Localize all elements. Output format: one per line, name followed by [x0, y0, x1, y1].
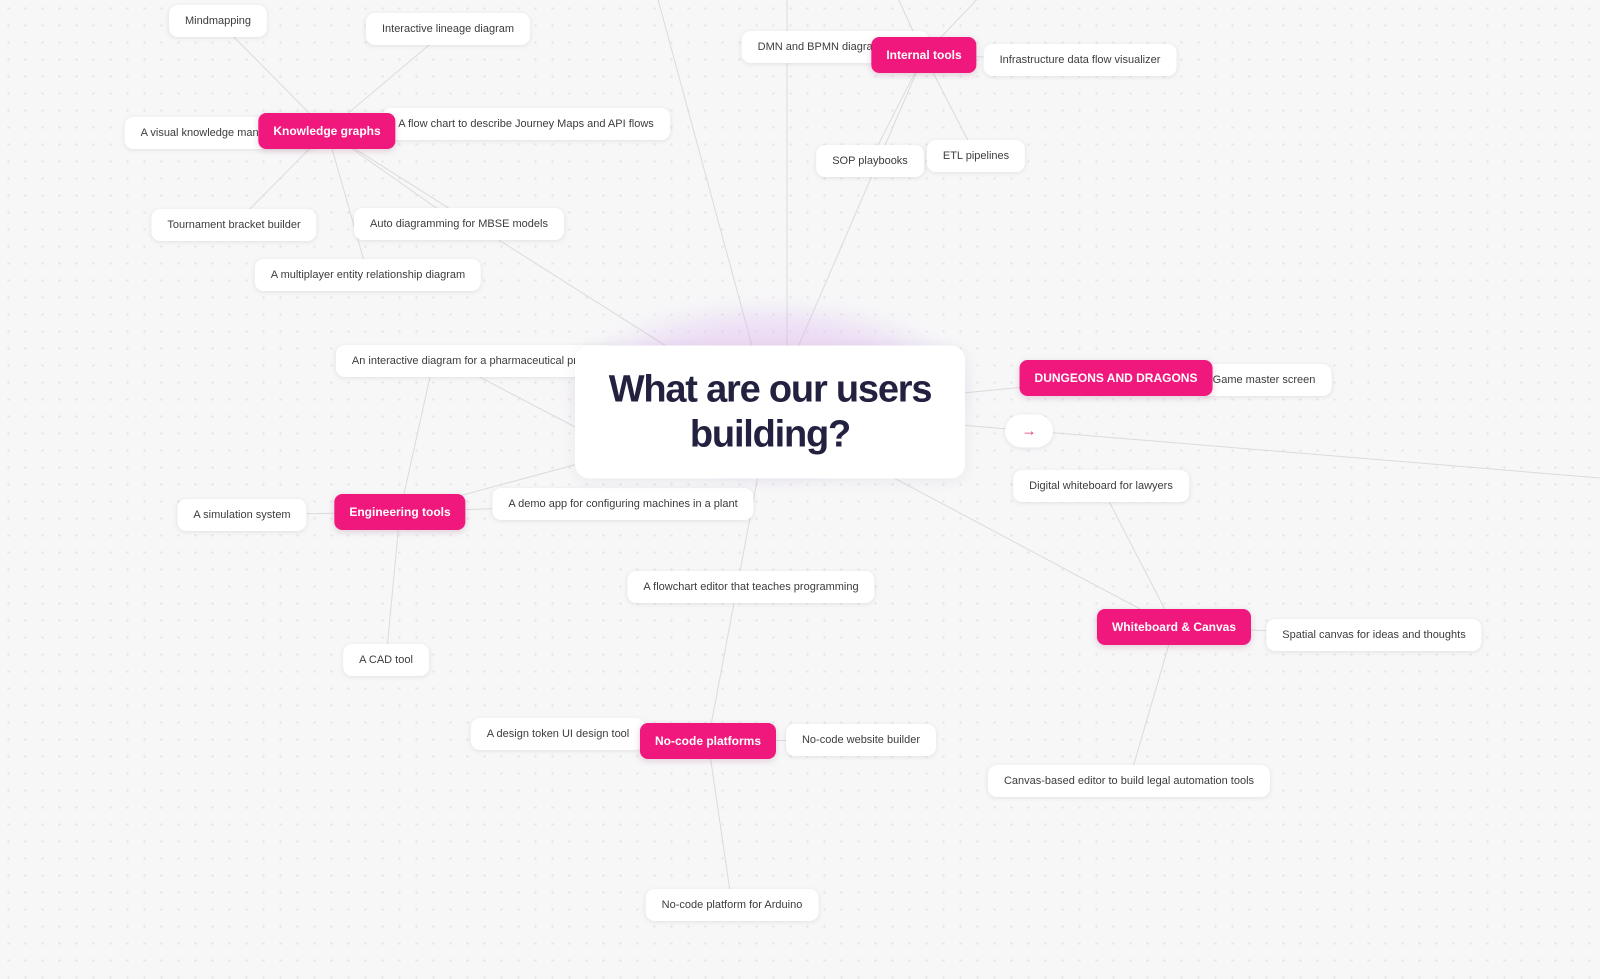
- card-website-builder[interactable]: No-code website builder: [785, 724, 937, 756]
- card-pharma-diagram[interactable]: An interactive diagram for a pharmaceuti…: [335, 345, 617, 377]
- edge-line: [217, 20, 328, 132]
- branch-engineering-tools[interactable]: Engineering tools: [334, 494, 466, 530]
- branch-dungeons-and-dragons[interactable]: DUNGEONS AND DRAGONS: [1019, 360, 1213, 396]
- edge-line: [326, 130, 369, 276]
- edge-line: [1128, 626, 1175, 782]
- card-cad-tool[interactable]: A CAD tool: [343, 644, 429, 676]
- card-interactive-lineage[interactable]: Interactive lineage diagram: [365, 13, 531, 45]
- card-canvas-legal[interactable]: Canvas-based editor to build legal autom…: [987, 765, 1271, 797]
- card-infra-visualizer[interactable]: Infrastructure data flow visualizer: [983, 44, 1177, 76]
- card-digital-whiteboard[interactable]: Digital whiteboard for lawyers: [1013, 470, 1189, 502]
- edge-line: [399, 376, 431, 513]
- card-game-master[interactable]: Game master screen: [1196, 364, 1332, 396]
- card-tournament-bracket[interactable]: Tournament bracket builder: [151, 209, 317, 241]
- link-connector-pill[interactable]: →: [1005, 414, 1053, 448]
- card-flowchart-teaches[interactable]: A flowchart editor that teaches programm…: [627, 571, 875, 603]
- card-flow-chart-journey[interactable]: A flow chart to describe Journey Maps an…: [382, 108, 670, 140]
- central-topic-title: What are our users building?: [608, 368, 933, 455]
- card-sop-playbooks[interactable]: SOP playbooks: [816, 145, 924, 177]
- card-spatial-canvas[interactable]: Spatial canvas for ideas and thoughts: [1266, 619, 1482, 651]
- card-simulation-system[interactable]: A simulation system: [177, 499, 307, 531]
- card-etl-pipelines[interactable]: ETL pipelines: [926, 140, 1026, 172]
- card-auto-diagramming[interactable]: Auto diagramming for MBSE models: [354, 208, 564, 240]
- central-topic-node[interactable]: What are our users building?: [575, 345, 965, 479]
- card-design-token[interactable]: A design token UI design tool: [470, 718, 646, 750]
- edge-line: [385, 511, 401, 661]
- branch-knowledge-graphs[interactable]: Knowledge graphs: [258, 113, 396, 149]
- branch-no-code-platforms[interactable]: No-code platforms: [639, 723, 777, 759]
- card-multiplayer-erd[interactable]: A multiplayer entity relationship diagra…: [254, 259, 482, 291]
- edge-line: [1100, 485, 1175, 628]
- card-mindmapping[interactable]: Mindmapping: [168, 5, 268, 37]
- arrow-right-icon: →: [1021, 422, 1037, 440]
- branch-internal-tools[interactable]: Internal tools: [871, 37, 977, 73]
- card-demo-app[interactable]: A demo app for configuring machines in a…: [492, 488, 754, 520]
- card-arduino[interactable]: No-code platform for Arduino: [645, 889, 819, 921]
- branch-whiteboard-canvas[interactable]: Whiteboard & Canvas: [1096, 609, 1252, 645]
- edge-line: [707, 740, 733, 906]
